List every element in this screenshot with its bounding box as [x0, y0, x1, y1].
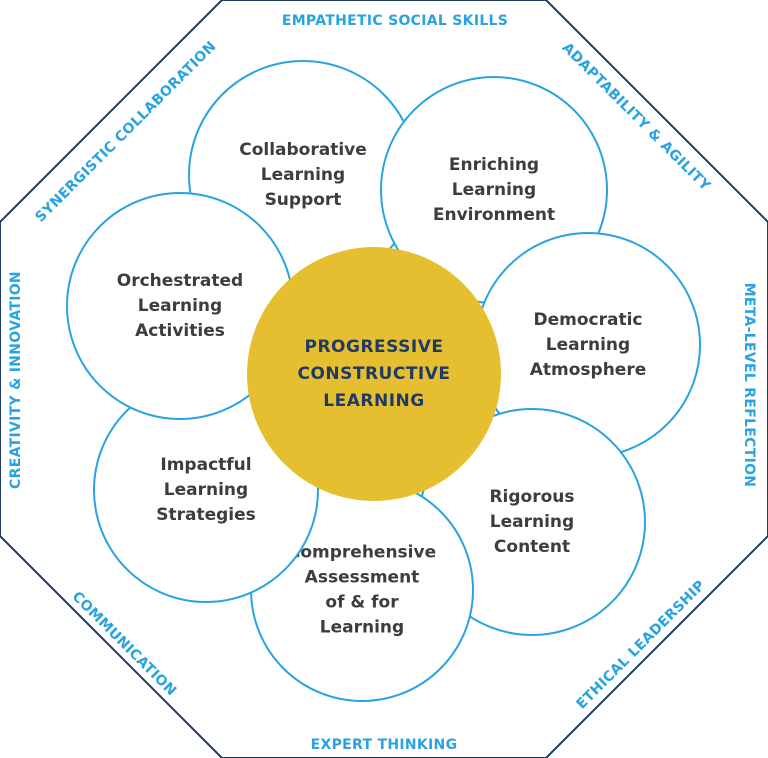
- petal-label-comprehensive-line-1: Comprehensive: [288, 543, 436, 563]
- frame-label-communication: COMMUNICATION: [69, 589, 180, 700]
- petal-label-democratic-line-2: Learning: [546, 335, 630, 355]
- petal-label-democratic-line-3: Atmosphere: [530, 360, 647, 380]
- center-title-line-2: CONSTRUCTIVE: [297, 364, 450, 384]
- petal-label-comprehensive-line-2: Assessment: [305, 568, 420, 588]
- center-title-line-1: PROGRESSIVE: [305, 337, 444, 357]
- petal-label-impactful-line-2: Learning: [164, 480, 248, 500]
- petal-circles: CollaborativeLearningSupportEnrichingLea…: [66, 60, 701, 702]
- frame-label-meta: META-LEVEL REFLECTION: [741, 283, 757, 488]
- petal-label-democratic-line-1: Democratic: [534, 310, 643, 330]
- center-circle-group: PROGRESSIVE CONSTRUCTIVE LEARNING: [247, 247, 501, 501]
- petal-label-impactful-line-1: Impactful: [160, 455, 251, 475]
- center-title-line-3: LEARNING: [323, 391, 424, 411]
- petal-label-comprehensive-line-4: Learning: [320, 618, 404, 638]
- petal-label-collaborative-line-2: Learning: [261, 165, 345, 185]
- petal-label-collaborative-line-3: Support: [265, 190, 342, 210]
- petal-label-orchestrated-line-2: Learning: [138, 296, 222, 316]
- center-circle: [247, 247, 501, 501]
- petal-label-orchestrated-line-3: Activities: [135, 321, 225, 341]
- petal-label-comprehensive-line-3: of & for: [325, 593, 399, 613]
- petal-label-enriching-line-1: Enriching: [449, 155, 539, 175]
- frame-label-creativity: CREATIVITY & INNOVATION: [8, 271, 24, 489]
- frame-label-expert: EXPERT THINKING: [311, 737, 458, 753]
- petal-label-orchestrated-line-1: Orchestrated: [117, 271, 243, 291]
- petal-label-enriching-line-2: Learning: [452, 180, 536, 200]
- petal-label-rigorous-line-2: Learning: [490, 512, 574, 532]
- petal-label-rigorous-line-1: Rigorous: [489, 487, 574, 507]
- petal-label-enriching-line-3: Environment: [433, 205, 555, 225]
- frame-label-empathetic: EMPATHETIC SOCIAL SKILLS: [282, 13, 508, 29]
- petal-label-rigorous-line-3: Content: [494, 537, 570, 557]
- petal-label-impactful-line-3: Strategies: [156, 505, 256, 525]
- petal-label-collaborative-line-1: Collaborative: [239, 140, 367, 160]
